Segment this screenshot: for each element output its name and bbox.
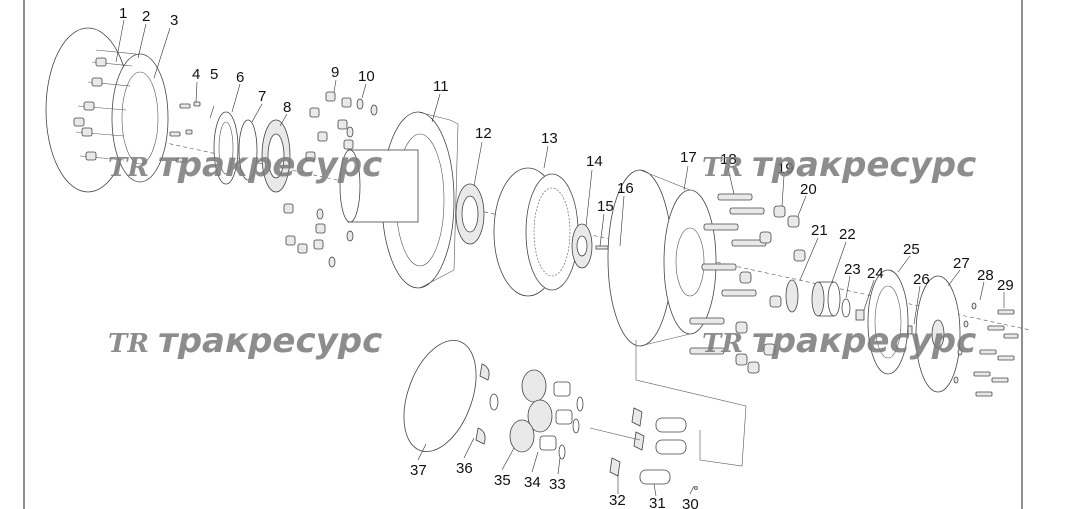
part-planet-gears-35 xyxy=(509,369,553,453)
callout-13: 13 xyxy=(541,130,558,147)
callout-19: 19 xyxy=(777,160,794,177)
callout-17: 17 xyxy=(680,149,697,166)
part-large-gasket-37 xyxy=(403,340,477,452)
callout-8: 8 xyxy=(283,99,291,116)
callout-18: 18 xyxy=(720,151,737,168)
callout-6: 6 xyxy=(236,69,244,86)
part-rings-33 xyxy=(558,396,584,460)
part-ring-gear-13 xyxy=(493,167,579,297)
callout-31: 31 xyxy=(649,495,666,509)
callout-1: 1 xyxy=(119,5,127,22)
callout-26: 26 xyxy=(913,271,930,288)
callout-27: 27 xyxy=(953,255,970,272)
callout-11: 11 xyxy=(433,78,449,95)
callout-22: 22 xyxy=(839,226,856,243)
callout-15: 15 xyxy=(597,198,614,215)
callout-25: 25 xyxy=(903,241,920,258)
part-small-bolts-4-5 xyxy=(169,101,201,163)
watermark-1: TR тракресурс xyxy=(108,145,382,185)
callout-2: 2 xyxy=(142,8,150,25)
part-flange-plate xyxy=(45,27,169,193)
callout-14: 14 xyxy=(586,153,603,170)
part-planet-carrier-17 xyxy=(607,169,717,347)
watermark-text: тракресурс xyxy=(752,145,976,185)
watermark-3: TR тракресурс xyxy=(108,321,382,361)
callout-20: 20 xyxy=(800,181,817,198)
callout-7: 7 xyxy=(258,88,266,105)
part-lock-washers-36 xyxy=(475,363,499,445)
part-rings-23-24 xyxy=(841,298,865,321)
callout-9: 9 xyxy=(331,64,339,81)
callout-21: 21 xyxy=(811,222,828,239)
callout-30: 30 xyxy=(682,496,699,509)
assembly-axis xyxy=(59,119,1031,331)
watermark-logo: TR xyxy=(108,329,149,359)
watermark-text: тракресурс xyxy=(752,321,976,361)
callout-5: 5 xyxy=(210,66,218,83)
callout-29: 29 xyxy=(997,277,1014,294)
watermark-4: TR тракресурс xyxy=(702,321,976,361)
watermark-logo: TR xyxy=(702,329,743,359)
part-gasket-25-26 xyxy=(867,269,913,375)
part-cover-plate-27 xyxy=(915,275,961,393)
reference-box xyxy=(635,340,747,467)
callout-28: 28 xyxy=(977,267,994,284)
callout-16: 16 xyxy=(617,180,634,197)
callout-35: 35 xyxy=(494,472,511,489)
watermark-logo: TR xyxy=(702,153,743,183)
callout-37: 37 xyxy=(410,462,427,479)
watermark-text: тракресурс xyxy=(158,145,382,185)
callout-labels: 1 2 3 4 5 6 7 8 9 10 11 12 13 14 15 16 1… xyxy=(119,5,1014,509)
part-pin-shafts-31-32 xyxy=(609,407,698,490)
part-sun-gear-22 xyxy=(785,279,841,317)
watermark-text: тракресурс xyxy=(158,321,382,361)
watermark-2: TR тракресурс xyxy=(702,145,976,185)
callout-23: 23 xyxy=(844,261,861,278)
part-nuts-9-10 xyxy=(283,91,378,268)
part-bearings-34 xyxy=(539,381,573,451)
callout-10: 10 xyxy=(358,68,375,85)
watermark-logo: TR xyxy=(108,153,149,183)
callout-32: 32 xyxy=(609,492,626,509)
part-axles-nuts-18-20 xyxy=(689,193,806,374)
callout-24: 24 xyxy=(867,265,884,282)
callout-36: 36 xyxy=(456,460,473,477)
leader-lines xyxy=(115,19,1005,497)
part-washer-14-16 xyxy=(571,223,625,269)
callout-12: 12 xyxy=(475,125,492,142)
callout-34: 34 xyxy=(524,474,541,491)
callout-3: 3 xyxy=(170,12,178,29)
part-cover-bolts-28-29 xyxy=(953,302,1019,397)
part-seals-6-7-8 xyxy=(213,111,291,193)
callout-4: 4 xyxy=(192,66,200,83)
part-hub-housing-11 xyxy=(339,111,459,289)
callout-33: 33 xyxy=(549,476,566,493)
part-bearing-12 xyxy=(455,183,485,245)
